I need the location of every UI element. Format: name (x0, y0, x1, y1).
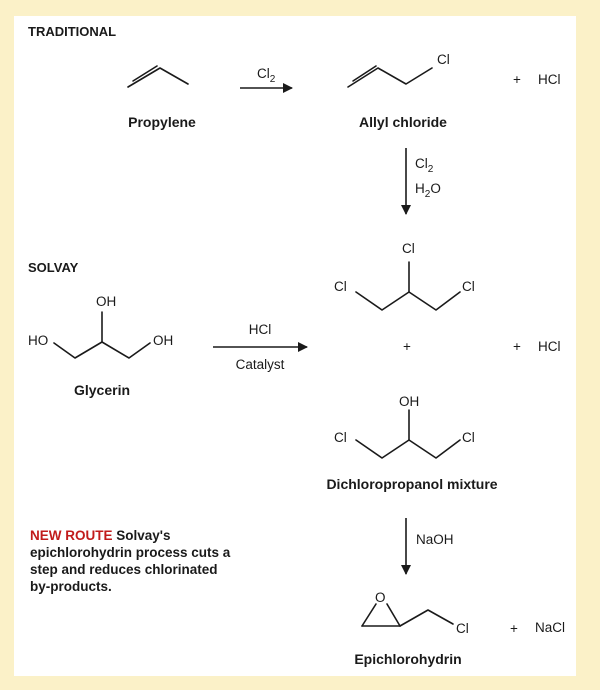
propylene-structure (127, 65, 189, 88)
epichlorohydrin-cl: Cl (456, 621, 469, 636)
solvay-header: SOLVAY (28, 260, 79, 275)
glycerin-oh-right: OH (153, 333, 173, 348)
plus-sign: + (513, 72, 521, 87)
hcl-byproduct: HCl (538, 72, 561, 87)
glycerin-ho-left: HO (28, 333, 48, 348)
mixture-plus-sign: + (403, 339, 411, 354)
dichloropropanol-right-cl: Cl (462, 430, 475, 445)
caption-text: Solvay's epichlorohydrin process cuts a … (30, 528, 231, 594)
dichloropropanol-oh: OH (399, 394, 419, 409)
epoxide-oxygen: O (375, 590, 386, 605)
allyl-chloride-label: Allyl chloride (359, 114, 447, 130)
reagent-catalyst: Catalyst (236, 357, 285, 372)
reagent-cl2: Cl2 (257, 66, 276, 85)
reagent-naoh: NaOH (416, 532, 454, 547)
trichloropropane-left-cl: Cl (334, 279, 347, 294)
glycerin-label: Glycerin (74, 382, 130, 398)
trichloropropane-top-cl: Cl (402, 241, 415, 256)
reagent-h2o: H2O (415, 181, 441, 200)
trichloropropane-structure (355, 261, 461, 311)
allyl-chloride-cl-atom: Cl (437, 52, 450, 67)
epichlorohydrin-structure (361, 603, 454, 627)
plus-sign-solvay: + (513, 339, 521, 354)
dichloropropanol-label: Dichloropropanol mixture (326, 476, 497, 492)
plus-sign-final: + (510, 621, 518, 636)
caption-highlight: NEW ROUTE (30, 528, 113, 543)
glycerin-structure (53, 311, 151, 359)
nacl-byproduct: NaCl (535, 620, 565, 635)
reagent-hcl: HCl (249, 322, 272, 337)
epichlorohydrin-label: Epichlorohydrin (354, 651, 461, 667)
glycerin-oh-top: OH (96, 294, 116, 309)
caption: NEW ROUTE Solvay's epichlorohydrin proce… (30, 527, 240, 595)
dichloropropanol-left-cl: Cl (334, 430, 347, 445)
traditional-header: TRADITIONAL (28, 24, 116, 39)
allyl-chloride-structure (347, 65, 433, 88)
reagent-cl2-vertical: Cl2 (415, 156, 434, 175)
trichloropropane-right-cl: Cl (462, 279, 475, 294)
dichloropropanol-structure (355, 409, 461, 459)
propylene-label: Propylene (128, 114, 196, 130)
hcl-byproduct-solvay: HCl (538, 339, 561, 354)
